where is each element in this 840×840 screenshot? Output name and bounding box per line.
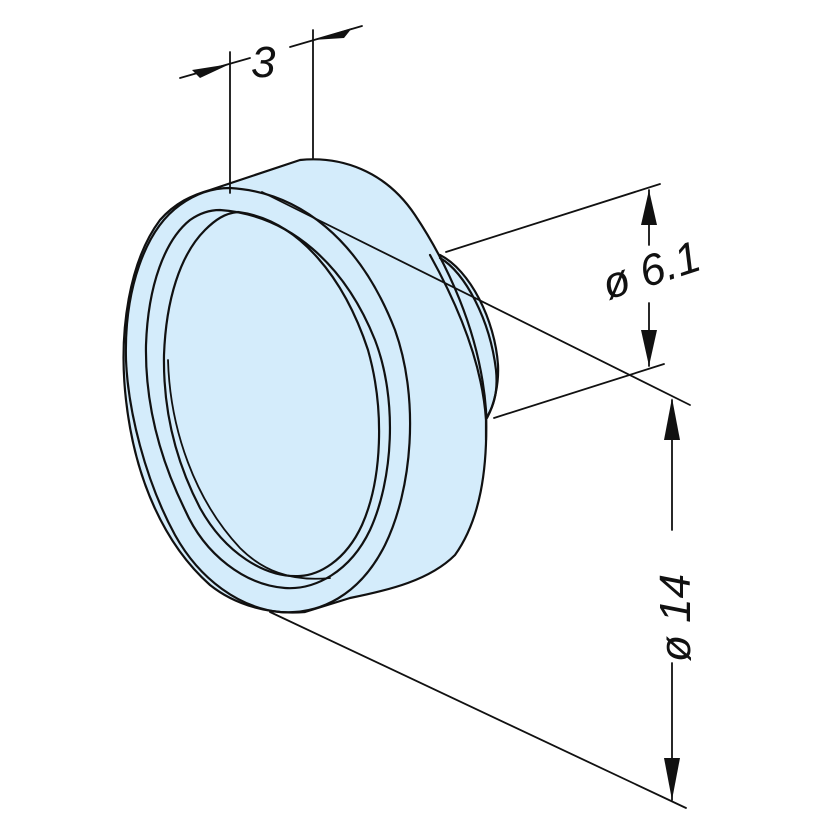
shell-right-edge xyxy=(428,253,488,442)
extension-line-bottom xyxy=(493,363,665,419)
boss-diameter-label: ø 6.1 xyxy=(596,232,707,310)
dimension-outer-diameter: ø 14 xyxy=(261,191,700,809)
outer-diameter-label: ø 14 xyxy=(651,574,700,662)
extension-line-upper xyxy=(261,191,691,406)
recessed-face-edge xyxy=(167,359,331,580)
arrow-down-icon xyxy=(664,758,680,800)
cylinder-shell xyxy=(122,158,488,614)
depth-label: 3 xyxy=(251,38,276,87)
part-body xyxy=(122,158,500,614)
front-rim-outer xyxy=(124,186,412,614)
extension-line-top xyxy=(445,183,661,253)
recessed-face xyxy=(162,210,381,578)
arrow-right-icon xyxy=(313,28,352,40)
front-rim-inner xyxy=(144,208,392,590)
arrow-left-icon xyxy=(192,64,230,78)
extension-line-lower xyxy=(269,611,687,809)
arrow-up-icon xyxy=(664,398,680,440)
boss-edge xyxy=(438,256,498,417)
dimension-depth: 3 xyxy=(179,25,363,194)
arrow-up-icon xyxy=(641,190,657,225)
arrow-down-icon xyxy=(641,330,657,366)
